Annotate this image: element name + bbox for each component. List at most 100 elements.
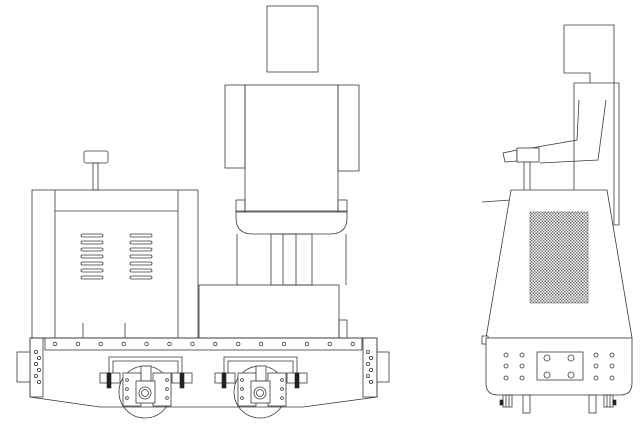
spring-bolt [106, 372, 112, 389]
louver-slot [80, 268, 104, 273]
spring-bolt [221, 372, 227, 389]
control-lever-block [516, 147, 540, 163]
louver-slot [129, 240, 153, 245]
rivet [258, 341, 264, 347]
operator-right-arm [337, 84, 360, 172]
bolt-hole [240, 378, 244, 382]
exhaust-cap [83, 150, 109, 164]
spring-hanger [223, 356, 298, 375]
bolt-hole [125, 387, 129, 391]
louver-slot [129, 261, 153, 266]
louver-slot [129, 275, 153, 280]
bolt-hole [125, 378, 129, 382]
louver-slot [80, 240, 104, 245]
rivet-strip [44, 337, 363, 351]
hole [593, 352, 599, 358]
hole [519, 352, 525, 358]
axle [253, 386, 267, 400]
hole [609, 375, 615, 381]
hole [593, 363, 599, 369]
louver-slot [129, 268, 153, 273]
louver-slot [129, 247, 153, 252]
coupler-bolt [543, 371, 551, 379]
hole [37, 379, 42, 384]
side-view [16, 5, 390, 419]
spring-bolt [294, 372, 300, 389]
end-plate-holes [34, 349, 373, 384]
hole [503, 352, 509, 358]
rivet [235, 341, 241, 347]
operator-head [266, 5, 319, 73]
end-view-wheels [499, 394, 617, 414]
seat-pillar [270, 233, 313, 286]
bolt-hole [165, 396, 169, 400]
seat-base [198, 284, 340, 339]
rivet [304, 341, 310, 347]
wheelsets [99, 356, 308, 419]
operator-torso [244, 84, 339, 213]
mesh-grille [529, 211, 589, 304]
coupler-bolt [567, 371, 575, 379]
hole [34, 373, 39, 378]
operator-torso-end [573, 82, 620, 226]
louver-slot [129, 254, 153, 259]
operator-head-end [563, 24, 615, 225]
control-lever-grip [502, 149, 518, 163]
hole [519, 363, 525, 369]
hole [593, 375, 599, 381]
hole [503, 363, 509, 369]
bolt-hole [280, 387, 284, 391]
lower-frame-end [485, 337, 633, 396]
axle-guide-stem [140, 365, 152, 382]
engine-housing [31, 150, 199, 339]
seat [198, 199, 348, 339]
hole [368, 355, 373, 360]
louver-slot [80, 247, 104, 252]
louver-slot [129, 233, 153, 238]
coupler-plate [536, 351, 584, 381]
hole [34, 349, 39, 354]
axle [138, 386, 152, 400]
hole [37, 355, 42, 360]
bolt-hole [280, 378, 284, 382]
exhaust-pipe [92, 162, 99, 191]
axle-hub [256, 389, 264, 397]
rivet [52, 341, 58, 347]
louver-slot [80, 275, 104, 280]
hole [368, 379, 373, 384]
louver-slot [80, 261, 104, 266]
rivets [52, 341, 355, 347]
louver-vents [80, 233, 153, 280]
rivet [281, 341, 287, 347]
hole [365, 349, 370, 354]
louver-slot [80, 233, 104, 238]
rivet [350, 341, 355, 347]
rivet [213, 341, 218, 347]
wheelset [99, 356, 193, 419]
bolt-hole [240, 396, 244, 400]
rivet [167, 341, 172, 347]
axle-hub [141, 389, 149, 397]
hole [365, 373, 370, 378]
bolt-hole [165, 378, 169, 382]
operator-figure [224, 5, 360, 213]
hole [503, 375, 509, 381]
rivet [144, 341, 149, 347]
wheelset [214, 356, 308, 419]
operator-left-arm [224, 84, 246, 169]
right-buffer [376, 351, 390, 383]
end-view [481, 24, 633, 414]
bolt-hole [280, 396, 284, 400]
spring-bolt [179, 372, 185, 389]
spring-hanger [108, 356, 183, 375]
rivet [98, 341, 103, 347]
bolt-hole [240, 387, 244, 391]
end-frame-holes [503, 352, 615, 381]
bolt-hole [165, 387, 169, 391]
hole [368, 367, 373, 372]
coupler-bolt [567, 354, 575, 362]
louver-slot [80, 254, 104, 259]
hole [37, 367, 42, 372]
axle-guide-stem [255, 365, 267, 382]
